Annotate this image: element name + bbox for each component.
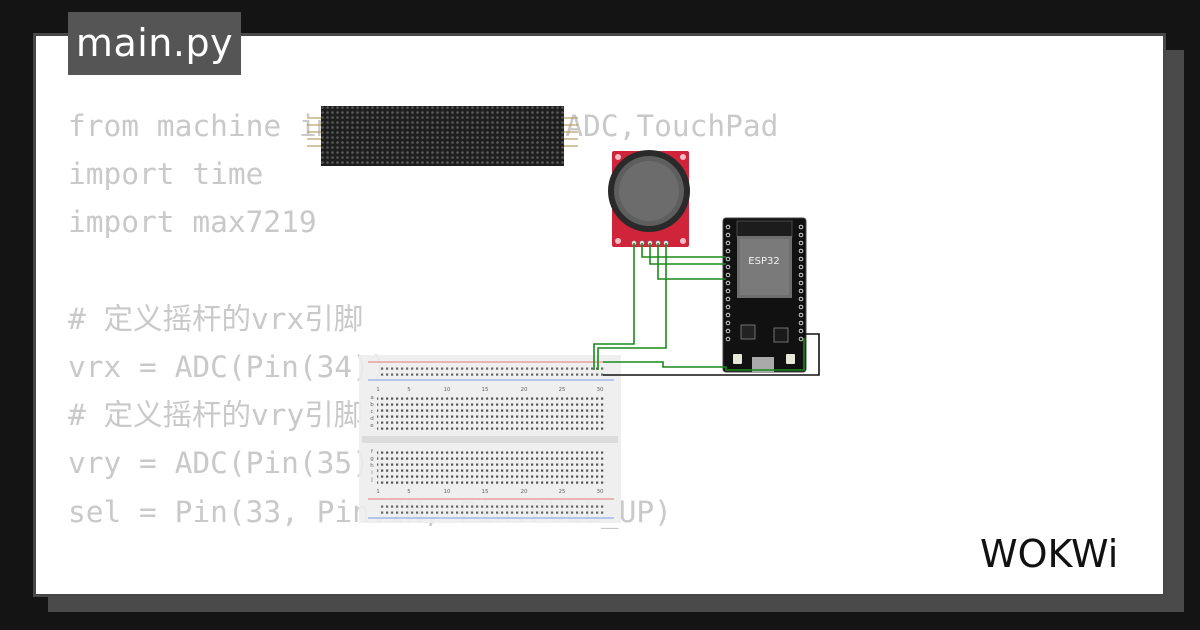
col-num-bottom-10: 10 — [444, 489, 451, 495]
wire-gnd-joystick[interactable] — [593, 243, 635, 370]
en-button[interactable] — [786, 354, 795, 364]
row-h: h — [370, 463, 374, 469]
usb-port — [752, 357, 774, 372]
row-i: i — [371, 470, 373, 476]
col-num-top-30: 30 — [597, 387, 604, 393]
usb-chip — [773, 327, 789, 343]
matrix-pins-left — [307, 117, 322, 147]
col-num-bottom-30: 30 — [597, 489, 604, 495]
col-num-bottom-20: 20 — [521, 489, 528, 495]
col-num-bottom-1: 1 — [376, 489, 380, 495]
wire-vry[interactable] — [649, 243, 726, 265]
wire-sel[interactable] — [657, 243, 726, 280]
wire-gnd[interactable] — [603, 333, 820, 376]
col-num-top-15: 15 — [482, 387, 489, 393]
matrix-pins-right — [563, 117, 578, 147]
esp32-antenna — [736, 220, 793, 238]
row-j: j — [370, 477, 373, 483]
wire-vcc-joystick[interactable] — [597, 243, 667, 370]
row-b: b — [370, 402, 374, 408]
file-tab[interactable]: main.py — [68, 12, 241, 75]
wokwi-logo: WOKWi — [980, 532, 1118, 576]
joystick-module[interactable] — [608, 150, 690, 247]
esp32-pins-left — [725, 224, 731, 342]
esp32-pins-right — [798, 224, 804, 342]
center-channel — [362, 436, 618, 443]
col-num-top-10: 10 — [444, 387, 451, 393]
power-rail-bottom — [380, 502, 606, 515]
terminal-strip-top — [377, 394, 605, 430]
col-num-top-5: 5 — [407, 387, 411, 393]
boot-button[interactable] — [733, 354, 742, 364]
row-letters-bottom: f g h i j — [370, 449, 374, 483]
wokwi-logo-text: WOKWi — [980, 532, 1118, 576]
column-numbers-bottom: 1 5 10 15 20 25 30 — [376, 489, 604, 495]
code-line-8: vry = ADC(Pin(35)) — [68, 446, 388, 481]
col-num-bottom-5: 5 — [407, 489, 411, 495]
power-rail-top — [380, 364, 606, 377]
row-d: d — [370, 416, 374, 422]
col-num-top-25: 25 — [559, 387, 566, 393]
column-numbers-top: 1 5 10 15 20 25 30 — [376, 387, 604, 393]
code-line-7: # 定义摇杆的vry引脚 — [68, 398, 364, 433]
wire-3v3[interactable] — [603, 338, 805, 371]
matrix-display — [321, 106, 564, 166]
col-num-bottom-25: 25 — [559, 489, 566, 495]
row-a: a — [370, 395, 373, 401]
col-num-top-1: 1 — [376, 387, 380, 393]
col-num-bottom-15: 15 — [482, 489, 489, 495]
row-f: f — [371, 449, 374, 455]
code-line-5: # 定义摇杆的vrx引脚 — [68, 301, 364, 336]
terminal-strip-bottom — [377, 448, 605, 484]
wires — [593, 243, 820, 376]
esp32-board[interactable]: ESP32 — [722, 217, 807, 373]
led-matrix[interactable] — [307, 106, 578, 166]
row-c: c — [370, 409, 373, 415]
esp32-label: ESP32 — [748, 256, 779, 267]
row-letters-top: a b c d e — [370, 395, 374, 429]
row-e: e — [370, 423, 374, 429]
code-line-2: import time — [68, 157, 264, 192]
voltage-regulator — [740, 324, 756, 340]
row-g: g — [370, 456, 374, 462]
code-line-6: vrx = ADC(Pin(34)) — [68, 349, 388, 384]
wire-vrx[interactable] — [641, 243, 726, 258]
code-line-3: import max7219 — [68, 205, 317, 240]
col-num-top-20: 20 — [521, 387, 528, 393]
breadboard[interactable]: 1 5 10 15 20 25 30 a b c d e f g h i j 1… — [359, 355, 621, 523]
